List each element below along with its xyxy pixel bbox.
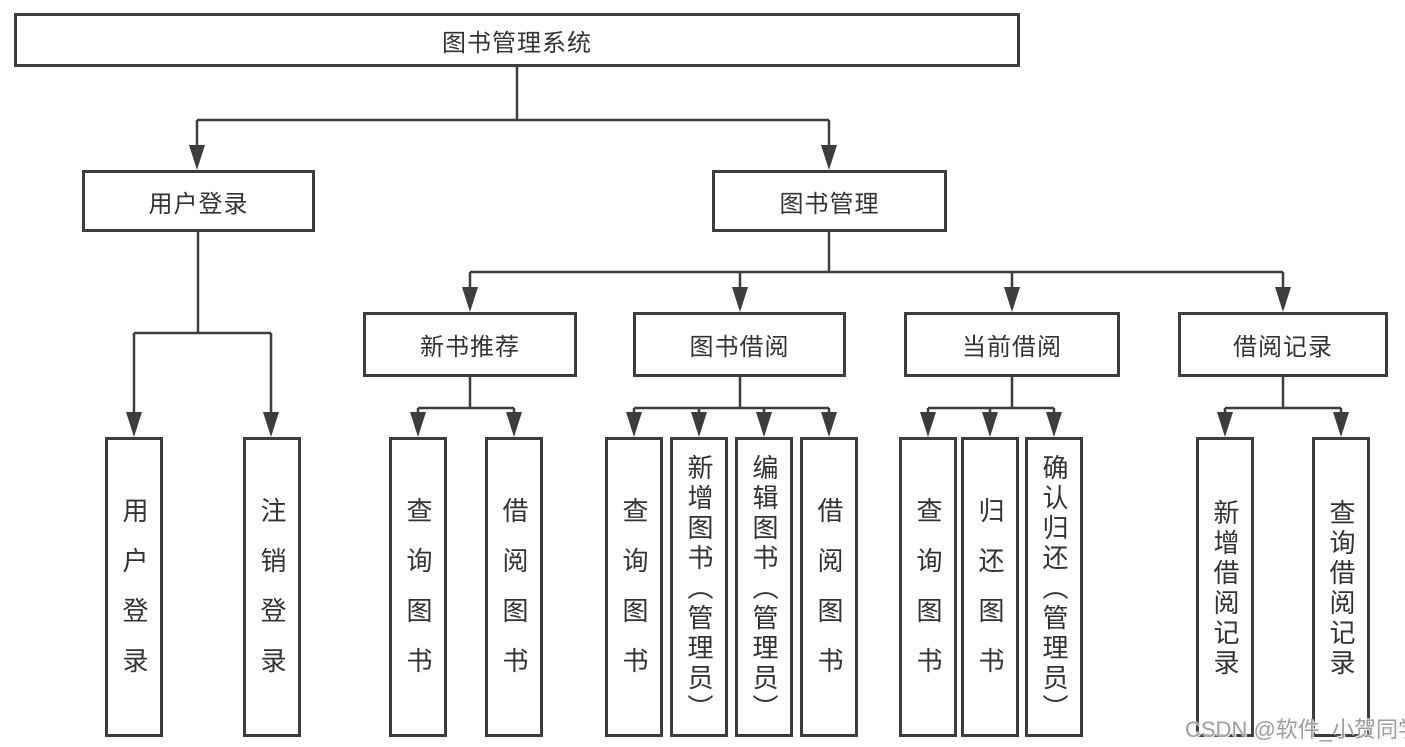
leaf-label: 查询借阅记录 — [1326, 499, 1356, 679]
node-label: 新书推荐 — [420, 334, 520, 361]
leaf-label: 注销登录 — [257, 497, 287, 697]
leaf-label: 用户登录 — [119, 497, 149, 697]
leaf-borrow-books-new: 借阅图书 — [485, 437, 543, 737]
leaf-label: 查询图书 — [403, 497, 433, 697]
csdn-watermark: CSDN @软件_小贺同学 — [1185, 717, 1405, 742]
node-label: 当前借阅 — [962, 334, 1062, 361]
node-user-login: 用户登录 — [82, 170, 315, 232]
leaf-query-books-new: 查询图书 — [389, 437, 447, 737]
leaf-add-borrow-record: 新增借阅记录 — [1196, 437, 1254, 737]
leaf-label: 借阅图书 — [814, 497, 844, 697]
leaf-confirm-return-admin: 确认归还（管理员） — [1025, 437, 1083, 737]
leaf-label: 确认归还（管理员） — [1039, 454, 1069, 724]
leaf-logout: 注销登录 — [243, 437, 301, 737]
node-book-management: 图书管理 — [712, 170, 947, 232]
leaf-add-books-admin: 新增图书（管理员） — [670, 437, 728, 737]
leaf-query-borrow-record: 查询借阅记录 — [1312, 437, 1370, 737]
leaf-borrow-books-borrow: 借阅图书 — [800, 437, 858, 737]
node-label: 图书借阅 — [689, 334, 790, 361]
leaf-query-books-current: 查询图书 — [899, 437, 957, 737]
node-book-borrowing: 图书借阅 — [633, 312, 846, 377]
leaf-label: 新增图书（管理员） — [684, 454, 714, 724]
leaf-label: 新增借阅记录 — [1210, 499, 1240, 679]
leaf-return-books: 归还图书 — [961, 437, 1019, 737]
node-label: 借阅记录 — [1233, 334, 1333, 361]
node-current-borrowing: 当前借阅 — [904, 312, 1120, 377]
leaf-label: 借阅图书 — [499, 497, 529, 697]
leaf-label: 编辑图书（管理员） — [749, 454, 779, 724]
leaf-edit-books-admin: 编辑图书（管理员） — [735, 437, 793, 737]
leaf-label: 查询图书 — [619, 497, 649, 697]
node-label: 用户登录 — [148, 190, 249, 218]
node-new-book-recommendation: 新书推荐 — [363, 312, 577, 377]
leaf-user-login: 用户登录 — [105, 437, 163, 737]
leaf-label: 查询图书 — [913, 497, 943, 697]
leaf-query-books-borrow: 查询图书 — [605, 437, 663, 737]
leaf-label: 归还图书 — [975, 497, 1005, 697]
node-label: 图书管理 — [779, 190, 880, 218]
node-library-management-system: 图书管理系统 — [14, 13, 1020, 67]
node-label: 图书管理系统 — [442, 29, 592, 57]
node-borrowing-records: 借阅记录 — [1178, 312, 1388, 377]
